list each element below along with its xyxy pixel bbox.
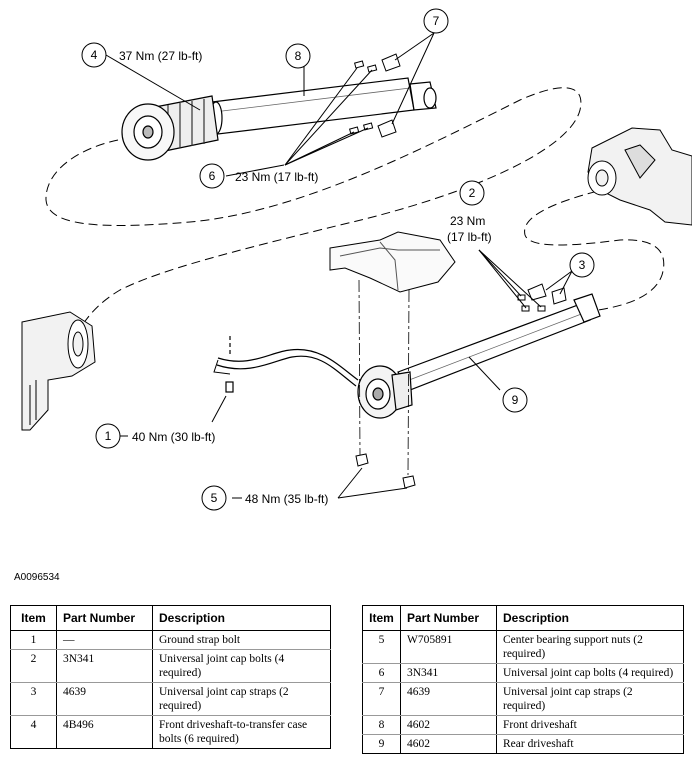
callout-2-torque-lbft: (17 lb-ft) bbox=[447, 230, 492, 244]
table-row: 1—Ground strap bolt bbox=[10, 630, 331, 650]
row-description: Rear driveshaft bbox=[496, 734, 684, 754]
center-bearing-support-nuts bbox=[355, 453, 416, 489]
callout-3: 3 bbox=[569, 252, 595, 278]
callout-4: 4 37 Nm (27 lb-ft) bbox=[81, 42, 202, 68]
row-item: 3 bbox=[10, 682, 57, 716]
row-item: 6 bbox=[362, 663, 401, 683]
table-header-row: Item Part Number Description bbox=[362, 605, 684, 631]
callout-5: 5 48 Nm (35 lb-ft) bbox=[201, 485, 328, 511]
row-description: Front driveshaft-to-transfer case bolts … bbox=[152, 715, 331, 749]
callout-8: 8 bbox=[285, 43, 311, 69]
callout-1-torque: 40 Nm (30 lb-ft) bbox=[132, 430, 215, 444]
callout-leaders bbox=[105, 32, 573, 499]
row-part-number: W705891 bbox=[400, 630, 497, 664]
callout-7: 7 bbox=[423, 8, 449, 34]
header-part-number: Part Number bbox=[400, 605, 497, 631]
center-bearing-support-bracket bbox=[329, 231, 456, 293]
callout-2-number: 2 bbox=[469, 186, 476, 200]
callout-5-number: 5 bbox=[211, 491, 218, 505]
dashed-location-outline bbox=[45, 87, 665, 326]
row-part-number: 4B496 bbox=[56, 715, 153, 749]
header-item: Item bbox=[362, 605, 401, 631]
center-bearing-assembly bbox=[357, 365, 413, 419]
front-driveshaft bbox=[121, 77, 437, 161]
driveshaft-exploded-diagram: 1 40 Nm (30 lb-ft) 2 23 Nm (17 lb-ft) 3 … bbox=[21, 8, 692, 511]
callout-2-torque-nm: 23 Nm bbox=[450, 214, 485, 228]
front-driveshaft-yoke bbox=[409, 81, 437, 111]
callout-2: 2 23 Nm (17 lb-ft) bbox=[447, 180, 492, 244]
row-item: 8 bbox=[362, 715, 401, 735]
row-description: Center bearing support nuts (2 required) bbox=[496, 630, 684, 664]
row-part-number: 3N341 bbox=[400, 663, 497, 683]
callout-4-torque: 37 Nm (27 lb-ft) bbox=[119, 49, 202, 63]
callout-4-number: 4 bbox=[91, 48, 98, 62]
header-item: Item bbox=[10, 605, 57, 631]
row-description: Universal joint cap bolts (4 required) bbox=[152, 649, 331, 683]
row-description: Universal joint cap straps (2 required) bbox=[152, 682, 331, 716]
row-part-number: 3N341 bbox=[56, 649, 153, 683]
rear-axle-differential bbox=[21, 311, 96, 431]
table-header-row: Item Part Number Description bbox=[10, 605, 331, 631]
row-part-number: 4639 bbox=[56, 682, 153, 716]
rear-driveshaft bbox=[357, 293, 601, 419]
row-part-number: — bbox=[56, 630, 153, 650]
row-item: 9 bbox=[362, 734, 401, 754]
figure-id: A0096534 bbox=[14, 572, 60, 583]
ground-strap bbox=[213, 336, 359, 393]
header-description: Description bbox=[496, 605, 684, 631]
row-description: Universal joint cap straps (2 required) bbox=[496, 682, 684, 716]
u-joint-straps-and-bolts-front bbox=[349, 53, 401, 138]
parts-table-left: Item Part Number Description 1—Ground st… bbox=[10, 605, 331, 749]
transfer-case bbox=[587, 127, 692, 226]
callout-9-number: 9 bbox=[512, 393, 519, 407]
row-description: Ground strap bolt bbox=[152, 630, 331, 650]
row-item: 4 bbox=[10, 715, 57, 749]
callout-8-number: 8 bbox=[295, 49, 302, 63]
header-description: Description bbox=[152, 605, 331, 631]
callout-6: 6 23 Nm (17 lb-ft) bbox=[199, 163, 318, 189]
callout-1-number: 1 bbox=[105, 429, 112, 443]
row-part-number: 4602 bbox=[400, 715, 497, 735]
callout-5-torque: 48 Nm (35 lb-ft) bbox=[245, 492, 328, 506]
header-part-number: Part Number bbox=[56, 605, 153, 631]
front-driveshaft-cv-joint bbox=[121, 95, 219, 161]
callout-6-number: 6 bbox=[209, 169, 216, 183]
callout-6-torque: 23 Nm (17 lb-ft) bbox=[235, 170, 318, 184]
row-part-number: 4602 bbox=[400, 734, 497, 754]
callout-3-number: 3 bbox=[579, 258, 586, 272]
u-joint-straps-and-bolts-rear bbox=[517, 283, 567, 312]
row-item: 1 bbox=[10, 630, 57, 650]
row-item: 5 bbox=[362, 630, 401, 664]
row-item: 7 bbox=[362, 682, 401, 716]
row-description: Universal joint cap bolts (4 required) bbox=[496, 663, 684, 683]
callout-7-number: 7 bbox=[433, 14, 440, 28]
alignment-dash-lines bbox=[358, 279, 410, 476]
row-description: Front driveshaft bbox=[496, 715, 684, 735]
row-part-number: 4639 bbox=[400, 682, 497, 716]
row-item: 2 bbox=[10, 649, 57, 683]
callout-1: 1 40 Nm (30 lb-ft) bbox=[95, 423, 215, 449]
callout-9: 9 bbox=[502, 387, 528, 413]
